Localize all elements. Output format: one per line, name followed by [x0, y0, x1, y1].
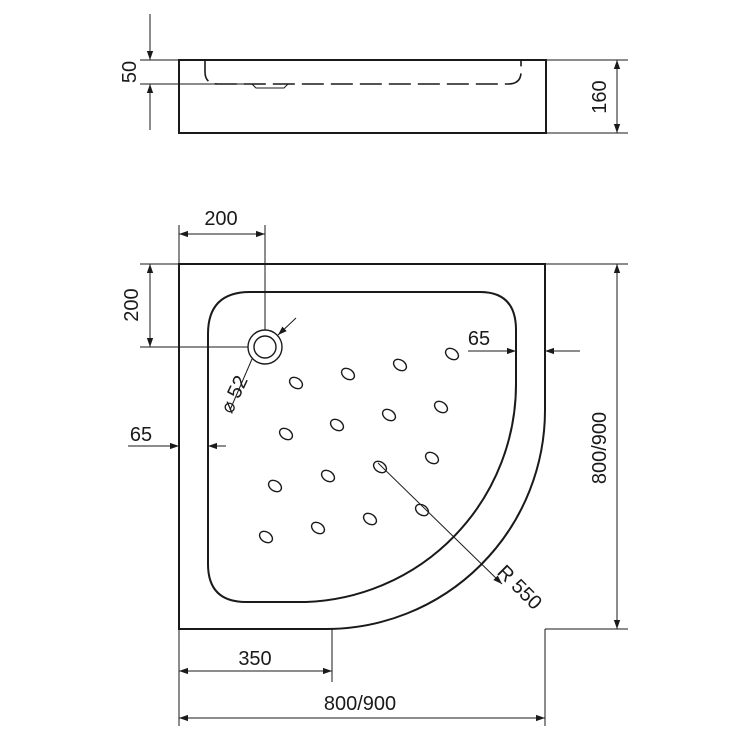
side-view-drain: [251, 83, 289, 89]
dim-drain-diameter-arrow: [277, 317, 297, 336]
anti-slip-dot: [362, 512, 378, 526]
dim-drain-diameter-label: ⌀ 52: [216, 372, 252, 416]
dim-width-label: 800/900: [324, 693, 396, 715]
dim-drain-y-label: 200: [121, 288, 143, 321]
dim-radius-label: R 550: [493, 561, 546, 614]
anti-slip-dot: [444, 347, 460, 361]
anti-slip-dot: [288, 376, 304, 390]
tray-basin: [207, 291, 517, 603]
anti-slip-dot: [433, 400, 449, 414]
dim-radius-leader: [377, 462, 503, 585]
dim-drain-diameter-leader: [229, 358, 253, 411]
anti-slip-dot: [278, 427, 294, 441]
anti-slip-dot: [340, 367, 356, 381]
dim-straight-edge-label: 350: [238, 648, 271, 670]
anti-slip-dot: [267, 479, 283, 493]
side-view-basin-hidden-line: [204, 60, 522, 85]
anti-slip-dot: [381, 408, 397, 422]
anti-slip-dot: [258, 530, 274, 544]
tray-outline: [178, 263, 546, 630]
side-view-outline: [178, 59, 547, 134]
anti-slip-dot: [414, 503, 430, 517]
side-view: 50 160: [119, 14, 628, 134]
dim-rim-right-label: 65: [468, 328, 490, 350]
anti-slip-dot: [424, 451, 440, 465]
anti-slip-pattern: [258, 347, 460, 544]
dim-rim-left-label: 65: [130, 424, 152, 446]
drain-inner: [253, 335, 277, 359]
top-view: 200 200 ⌀ 52 65 65 R 550 350 800/900 800…: [121, 208, 628, 726]
anti-slip-dot: [320, 469, 336, 483]
dim-total-height-label: 160: [589, 80, 611, 113]
anti-slip-dot: [329, 418, 345, 432]
anti-slip-dot: [310, 521, 326, 535]
dim-rim-depth-label: 50: [119, 61, 141, 83]
anti-slip-dot: [372, 460, 388, 474]
dim-drain-x-label: 200: [204, 208, 237, 230]
dim-depth-label: 800/900: [589, 412, 611, 484]
anti-slip-dot: [392, 358, 408, 372]
